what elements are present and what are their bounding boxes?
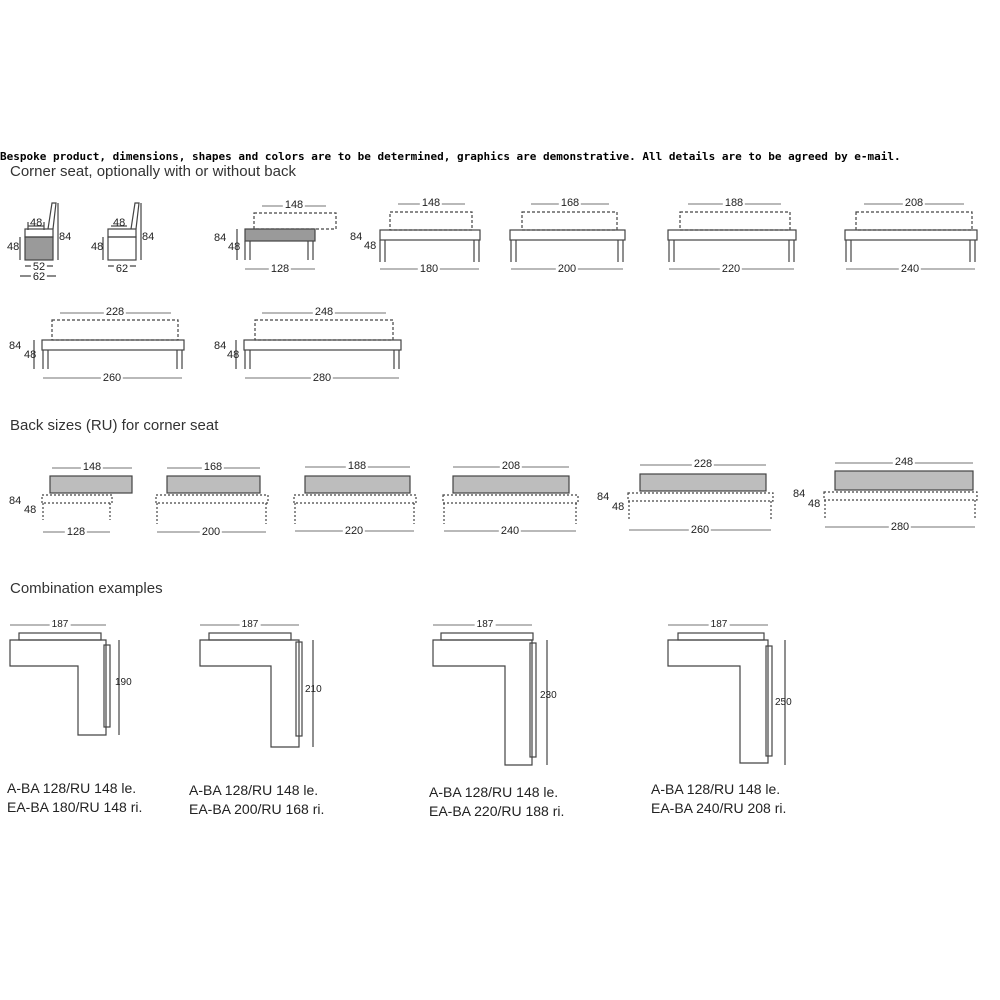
- corner-seat-width-dim: 220: [719, 263, 743, 275]
- combination-caption-line1: A-BA 128/RU 148 le.: [651, 781, 781, 797]
- section-title-combinations: Combination examples: [10, 580, 163, 597]
- back-size-back-dim: 148: [80, 461, 104, 473]
- combination-1-plan: [9, 632, 120, 736]
- back-size-width-dim: 128: [64, 526, 88, 538]
- back-size-width-dim: 240: [498, 525, 522, 537]
- corner-seat-seat-dim: 48: [364, 240, 377, 252]
- corner-seat-280-drawing: [235, 319, 402, 369]
- combination-caption: A-BA 128/RU 148 le. EA-BA 180/RU 148 ri.: [7, 779, 142, 817]
- combination-caption: A-BA 128/RU 148 le. EA-BA 240/RU 208 ri.: [651, 780, 786, 818]
- back-size-seat-dim: 48: [24, 504, 37, 516]
- side-b-bottom-dim: 62: [113, 263, 131, 275]
- back-size-back-dim: 168: [201, 461, 225, 473]
- combination-side-dim: 210: [305, 684, 322, 695]
- back-size-208-drawing: [442, 475, 579, 524]
- corner-seat-height-dim: 84: [350, 231, 363, 243]
- side-b-top-dim: 48: [113, 217, 126, 229]
- side-a-right-dim: 84: [59, 231, 72, 243]
- back-size-width-dim: 280: [888, 521, 912, 533]
- back-size-width-dim: 220: [342, 525, 366, 537]
- corner-seat-height-dim: 84: [214, 232, 227, 244]
- corner-seat-back-dim: 228: [103, 306, 127, 318]
- corner-seat-260-drawing: [33, 319, 185, 369]
- corner-seat-128-drawing: [236, 212, 337, 260]
- disclaimer-text: Bespoke product, dimensions, shapes and …: [0, 150, 901, 163]
- corner-seat-back-dim: 188: [722, 197, 746, 209]
- corner-seat-width-dim: 200: [555, 263, 579, 275]
- section-title-corner-seat: Corner seat, optionally with or without …: [10, 163, 296, 180]
- corner-seat-240-drawing: [844, 211, 978, 262]
- corner-seat-200-drawing: [509, 211, 626, 262]
- back-size-seat-dim: 48: [808, 498, 821, 510]
- corner-seat-back-dim: 208: [902, 197, 926, 209]
- combination-top-dim: 187: [239, 619, 261, 630]
- corner-seat-220-drawing: [667, 211, 797, 262]
- side-a-bottom-dim-2: 62: [30, 271, 48, 283]
- corner-seat-height-dim: 84: [9, 340, 22, 352]
- corner-seat-width-dim: 240: [898, 263, 922, 275]
- corner-seat-seat-dim: 48: [227, 349, 240, 361]
- combination-2-plan: [199, 632, 314, 748]
- back-size-seat-dim: 48: [612, 501, 625, 513]
- back-size-back-dim: 228: [691, 458, 715, 470]
- corner-seat-width-dim: 260: [100, 372, 124, 384]
- combination-top-dim: 187: [474, 619, 496, 630]
- combination-caption-line2: EA-BA 240/RU 208 ri.: [651, 800, 787, 816]
- corner-seat-back-dim: 148: [282, 199, 306, 211]
- combination-3-plan: [432, 632, 548, 766]
- side-b-right-dim: 84: [142, 231, 155, 243]
- combination-caption-line1: A-BA 128/RU 148 le.: [7, 780, 137, 796]
- back-size-height-dim: 84: [597, 491, 610, 503]
- combination-4-plan: [667, 632, 786, 765]
- combination-caption-line2: EA-BA 180/RU 148 ri.: [7, 799, 143, 815]
- combination-caption: A-BA 128/RU 148 le. EA-BA 220/RU 188 ri.: [429, 783, 564, 821]
- combination-caption-line2: EA-BA 220/RU 188 ri.: [429, 803, 565, 819]
- combination-side-dim: 190: [115, 677, 132, 688]
- back-size-height-dim: 84: [9, 495, 22, 507]
- combination-top-dim: 187: [49, 619, 71, 630]
- side-view-b: [102, 202, 142, 267]
- back-size-back-dim: 248: [892, 456, 916, 468]
- back-size-back-dim: 188: [345, 460, 369, 472]
- combination-caption-line1: A-BA 128/RU 148 le.: [189, 782, 319, 798]
- corner-seat-width-dim: 180: [417, 263, 441, 275]
- combination-side-dim: 250: [775, 697, 792, 708]
- back-size-width-dim: 260: [688, 524, 712, 536]
- back-size-148-drawing: [41, 475, 133, 520]
- side-a-left-dim: 48: [7, 241, 20, 253]
- back-size-back-dim: 208: [499, 460, 523, 472]
- corner-seat-seat-dim: 48: [228, 241, 241, 253]
- section-title-back-sizes: Back sizes (RU) for corner seat: [10, 417, 219, 434]
- back-size-width-dim: 200: [199, 526, 223, 538]
- combination-top-dim: 187: [708, 619, 730, 630]
- back-size-188-drawing: [293, 475, 417, 524]
- combination-caption-line2: EA-BA 200/RU 168 ri.: [189, 801, 325, 817]
- side-a-top-dim: 48: [30, 217, 43, 229]
- combination-caption-line1: A-BA 128/RU 148 le.: [429, 784, 559, 800]
- back-size-248-drawing: [823, 470, 978, 518]
- side-b-left-dim: 48: [91, 241, 104, 253]
- back-size-height-dim: 84: [793, 488, 806, 500]
- corner-seat-back-dim: 148: [419, 197, 443, 209]
- combination-caption: A-BA 128/RU 148 le. EA-BA 200/RU 168 ri.: [189, 781, 324, 819]
- corner-seat-height-dim: 84: [214, 340, 227, 352]
- side-a-bottom-dim-1: 52: [30, 261, 48, 273]
- corner-seat-width-dim: 280: [310, 372, 334, 384]
- corner-seat-180-drawing: [379, 211, 481, 262]
- corner-seat-seat-dim: 48: [24, 349, 37, 361]
- back-size-228-drawing: [627, 473, 774, 521]
- back-size-168-drawing: [155, 475, 269, 524]
- corner-seat-back-dim: 168: [558, 197, 582, 209]
- corner-seat-width-dim: 128: [268, 263, 292, 275]
- combination-side-dim: 230: [540, 690, 557, 701]
- corner-seat-back-dim: 248: [312, 306, 336, 318]
